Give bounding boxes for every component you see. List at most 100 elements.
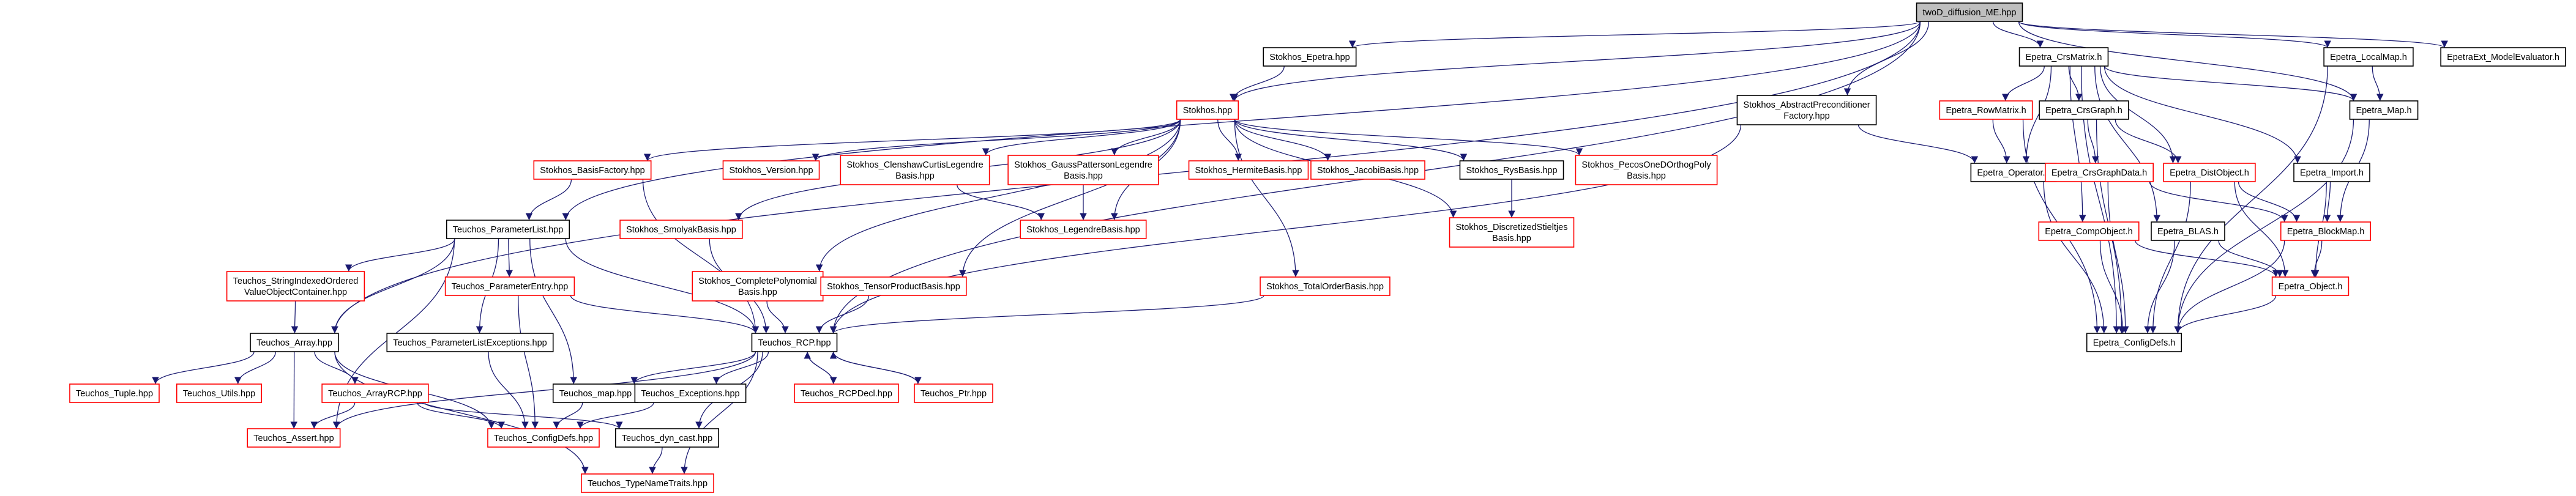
- node-localmap[interactable]: Epetra_LocalMap.h: [2323, 47, 2414, 67]
- edge-rcpdecl-to-rcp: [804, 351, 834, 385]
- node-label: Teuchos_ConfigDefs.hpp: [494, 434, 593, 443]
- node-label: Teuchos_ParameterListExceptions.hpp: [393, 338, 547, 348]
- node-epetra-object[interactable]: Epetra_Object.h: [2271, 276, 2350, 296]
- node-box: [914, 383, 993, 403]
- node-operator[interactable]: Epetra_Operator.h: [1970, 163, 2057, 182]
- node-label: Epetra_CompObject.h: [2045, 227, 2132, 237]
- node-label: Epetra_DistObject.h: [2170, 168, 2249, 178]
- node-crsmatrix[interactable]: Epetra_CrsMatrix.h: [2018, 47, 2109, 67]
- edge-stokhos-hpp-to-complete-poly: [815, 119, 1181, 272]
- node-label: Stokhos_LegendreBasis.hpp: [1026, 225, 1140, 235]
- node-box: [2440, 47, 2566, 67]
- node-configdefs-e[interactable]: Epetra_ConfigDefs.h: [2086, 333, 2182, 352]
- edge-distobject-to-blockmap: [2238, 181, 2301, 223]
- node-tensor-product[interactable]: Stokhos_TensorProductBasis.hpp: [820, 276, 967, 296]
- node-distobject[interactable]: Epetra_DistObject.h: [2163, 163, 2256, 182]
- edge-crsgraph-to-crsgraphdata: [2087, 119, 2099, 164]
- node-exceptions[interactable]: Teuchos_Exceptions.hpp: [634, 383, 747, 403]
- node-box: [1263, 47, 1357, 67]
- node-teuchos-array[interactable]: Teuchos_Array.hpp: [250, 333, 339, 352]
- node-box: [226, 271, 365, 302]
- node-typenametraits[interactable]: Teuchos_TypeNameTraits.hpp: [581, 473, 714, 493]
- node-box: [634, 383, 747, 403]
- node-crsgraphdata[interactable]: Epetra_CrsGraphData.h: [2045, 163, 2154, 182]
- node-paramlist[interactable]: Teuchos_ParameterList.hpp: [446, 220, 570, 239]
- node-label: Epetra_CrsGraphData.h: [2051, 168, 2147, 178]
- node-rcp[interactable]: Teuchos_RCP.hpp: [751, 333, 838, 352]
- node-blas[interactable]: Epetra_BLAS.h: [2151, 221, 2225, 241]
- edge-paramlist-to-rcp: [565, 238, 760, 334]
- edge-root-to-stokhos-hpp: [1231, 21, 1921, 102]
- node-configdefs-t[interactable]: Teuchos_ConfigDefs.hpp: [487, 428, 600, 448]
- node-abstract-precond[interactable]: Stokhos_AbstractPreconditionerFactory.hp…: [1736, 95, 1877, 125]
- node-import[interactable]: Epetra_Import.h: [2293, 163, 2370, 182]
- node-stokhos-hpp[interactable]: Stokhos.hpp: [1176, 100, 1239, 120]
- node-string-indexed[interactable]: Teuchos_StringIndexedOrderedValueObjectC…: [226, 271, 365, 302]
- edge-stokhos-hpp-to-gauss-patterson: [1110, 119, 1181, 156]
- node-box: [446, 220, 570, 239]
- node-arrayrcp[interactable]: Teuchos_ArrayRCP.hpp: [321, 383, 429, 403]
- node-rys[interactable]: Stokhos_RysBasis.hpp: [1459, 160, 1564, 180]
- node-smolyak[interactable]: Stokhos_SmolyakBasis.hpp: [619, 220, 743, 239]
- edge-basis-factory-to-paramlist: [525, 179, 572, 221]
- node-label: Stokhos_AbstractPreconditioner: [1743, 100, 1870, 110]
- node-basis-factory[interactable]: Stokhos_BasisFactory.hpp: [533, 160, 652, 180]
- node-label: Basis.hpp: [895, 171, 935, 181]
- node-version[interactable]: Stokhos_Version.hpp: [722, 160, 820, 180]
- node-ptr[interactable]: Teuchos_Ptr.hpp: [914, 383, 993, 403]
- node-assert[interactable]: Teuchos_Assert.hpp: [247, 428, 341, 448]
- node-compobject[interactable]: Epetra_CompObject.h: [2038, 221, 2140, 241]
- node-total-order[interactable]: Stokhos_TotalOrderBasis.hpp: [1260, 276, 1391, 296]
- node-utils[interactable]: Teuchos_Utils.hpp: [176, 383, 263, 403]
- node-label: Basis.hpp: [1627, 171, 1666, 181]
- node-epetra-map[interactable]: Epetra_Map.h: [2349, 100, 2419, 120]
- edge-stokhos-epetra-to-stokhos-hpp: [1229, 65, 1285, 102]
- edge-param-entry-to-configdefs-t: [518, 295, 539, 429]
- node-box: [69, 383, 160, 403]
- node-legendre[interactable]: Stokhos_LegendreBasis.hpp: [1020, 220, 1147, 239]
- node-stokhos-epetra[interactable]: Stokhos_Epetra.hpp: [1263, 47, 1357, 67]
- edge-import-to-blockmap: [2323, 181, 2331, 223]
- node-box: [2163, 163, 2256, 182]
- edge-clenshaw-to-legendre: [957, 184, 1045, 221]
- node-blockmap[interactable]: Epetra_BlockMap.h: [2280, 221, 2372, 241]
- node-box: [1970, 163, 2057, 182]
- node-box: [533, 160, 652, 180]
- edge-root-to-stokhos-epetra: [1349, 21, 1921, 48]
- edge-stokhos-hpp-to-basis-factory: [644, 119, 1181, 161]
- node-label: Teuchos_RCPDecl.hpp: [801, 389, 892, 399]
- node-teuchos-map[interactable]: Teuchos_map.hpp: [552, 383, 639, 403]
- node-jacobi[interactable]: Stokhos_JacobiBasis.hpp: [1310, 160, 1425, 180]
- edge-basis-factory-to-rcp: [642, 179, 760, 334]
- edge-crsmatrix-to-epetra-map: [2104, 65, 2358, 102]
- node-crsgraph[interactable]: Epetra_CrsGraph.h: [2039, 100, 2129, 120]
- edge-crsmatrix-to-distobject: [2099, 65, 2177, 164]
- node-param-list-exc[interactable]: Teuchos_ParameterListExceptions.hpp: [386, 333, 554, 352]
- node-label: Epetra_Object.h: [2279, 282, 2343, 292]
- node-rcpdecl[interactable]: Teuchos_RCPDecl.hpp: [794, 383, 899, 403]
- node-label: Epetra_Map.h: [2356, 106, 2411, 116]
- node-rowmatrix[interactable]: Epetra_RowMatrix.h: [1939, 100, 2033, 120]
- node-box: [2039, 100, 2129, 120]
- edge-rowmatrix-to-operator: [1992, 119, 2010, 164]
- node-model-evaluator[interactable]: EpetraExt_ModelEvaluator.h: [2440, 47, 2566, 67]
- edge-root-to-crsmatrix: [1992, 21, 2044, 48]
- edge-teuchos-array-to-arrayrcp: [314, 351, 359, 385]
- node-box: [247, 428, 341, 448]
- node-hermite[interactable]: Stokhos_HermiteBasis.hpp: [1188, 160, 1309, 180]
- edge-crsgraph-to-distobject: [2115, 119, 2182, 164]
- node-label: Factory.hpp: [1783, 111, 1830, 121]
- edge-string-indexed-to-teuchos-array: [291, 300, 299, 334]
- node-label: Teuchos_ParameterList.hpp: [453, 225, 564, 235]
- node-label: Stokhos_SmolyakBasis.hpp: [626, 225, 736, 235]
- node-dyn-cast[interactable]: Teuchos_dyn_cast.hpp: [615, 428, 719, 448]
- edge-stokhos-hpp-to-clenshaw: [982, 119, 1181, 156]
- node-label: Epetra_Import.h: [2300, 168, 2364, 178]
- node-param-entry[interactable]: Teuchos_ParameterEntry.hpp: [444, 276, 575, 296]
- node-tuple[interactable]: Teuchos_Tuple.hpp: [69, 383, 160, 403]
